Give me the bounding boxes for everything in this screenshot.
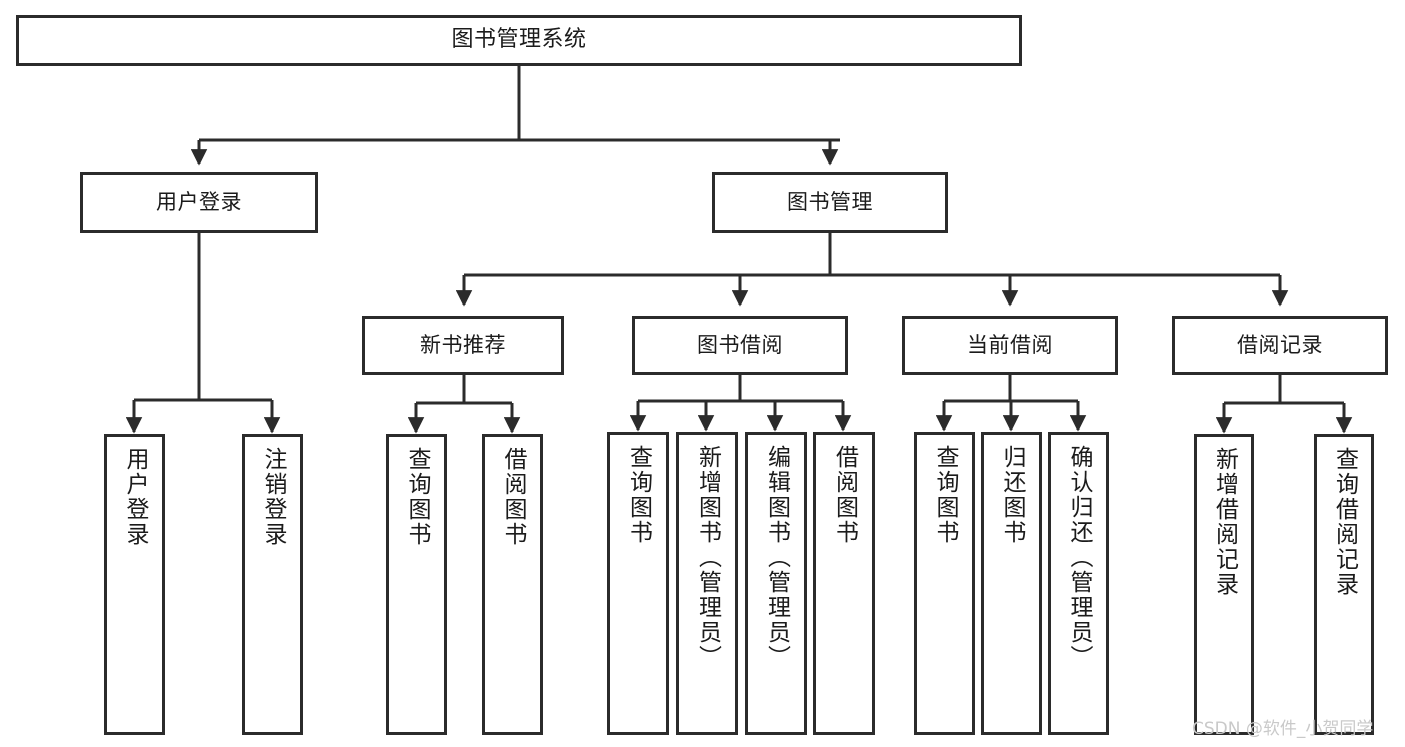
node-new-book-recommend[interactable]: 新书推荐	[362, 316, 564, 375]
node-label: 归还图书	[999, 445, 1025, 545]
node-book-management[interactable]: 图书管理	[712, 172, 948, 233]
node-label: 编辑图书（管理员）	[763, 445, 790, 670]
csdn-watermark: CSDN @软件_小贺同学	[1192, 719, 1374, 739]
node-book-borrow[interactable]: 图书借阅	[632, 316, 848, 375]
node-label: 用户登录	[156, 189, 242, 214]
node-label: 查询图书	[932, 445, 958, 545]
leaf-user-logout[interactable]: 注销登录	[242, 434, 303, 735]
leaf-query-book-current[interactable]: 查询图书	[914, 432, 975, 735]
node-label: 图书借阅	[697, 332, 783, 357]
node-label: 查询借阅记录	[1331, 447, 1358, 597]
node-label: 借阅图书	[500, 447, 526, 547]
node-root-system[interactable]: 图书管理系统	[16, 15, 1022, 66]
leaf-edit-book-admin[interactable]: 编辑图书（管理员）	[745, 432, 807, 735]
node-label: 借阅记录	[1237, 332, 1323, 357]
node-borrow-record[interactable]: 借阅记录	[1172, 316, 1388, 375]
node-label: 确认归还（管理员）	[1066, 445, 1092, 670]
node-label: 新书推荐	[420, 332, 506, 357]
node-label: 用户登录	[122, 447, 148, 547]
node-label: 图书管理系统	[451, 27, 587, 53]
node-label: 查询图书	[625, 445, 652, 545]
leaf-query-book-recommend[interactable]: 查询图书	[386, 434, 447, 735]
node-user-login[interactable]: 用户登录	[80, 172, 318, 233]
leaf-query-book-borrow[interactable]: 查询图书	[607, 432, 669, 735]
leaf-add-book-admin[interactable]: 新增图书（管理员）	[676, 432, 738, 735]
node-label: 注销登录	[260, 447, 286, 547]
leaf-borrow-book[interactable]: 借阅图书	[813, 432, 875, 735]
leaf-add-borrow-record[interactable]: 新增借阅记录	[1194, 434, 1254, 735]
node-label: 当前借阅	[967, 332, 1053, 357]
node-label: 图书管理	[787, 189, 873, 214]
node-label: 查询图书	[404, 447, 430, 547]
leaf-query-borrow-record[interactable]: 查询借阅记录	[1314, 434, 1374, 735]
node-current-borrow[interactable]: 当前借阅	[902, 316, 1118, 375]
leaf-borrow-book-recommend[interactable]: 借阅图书	[482, 434, 543, 735]
leaf-confirm-return-admin[interactable]: 确认归还（管理员）	[1048, 432, 1109, 735]
leaf-user-login[interactable]: 用户登录	[104, 434, 165, 735]
node-label: 新增借阅记录	[1211, 447, 1238, 597]
node-label: 新增图书（管理员）	[694, 445, 721, 670]
node-label: 借阅图书	[831, 445, 858, 545]
leaf-return-book[interactable]: 归还图书	[981, 432, 1042, 735]
